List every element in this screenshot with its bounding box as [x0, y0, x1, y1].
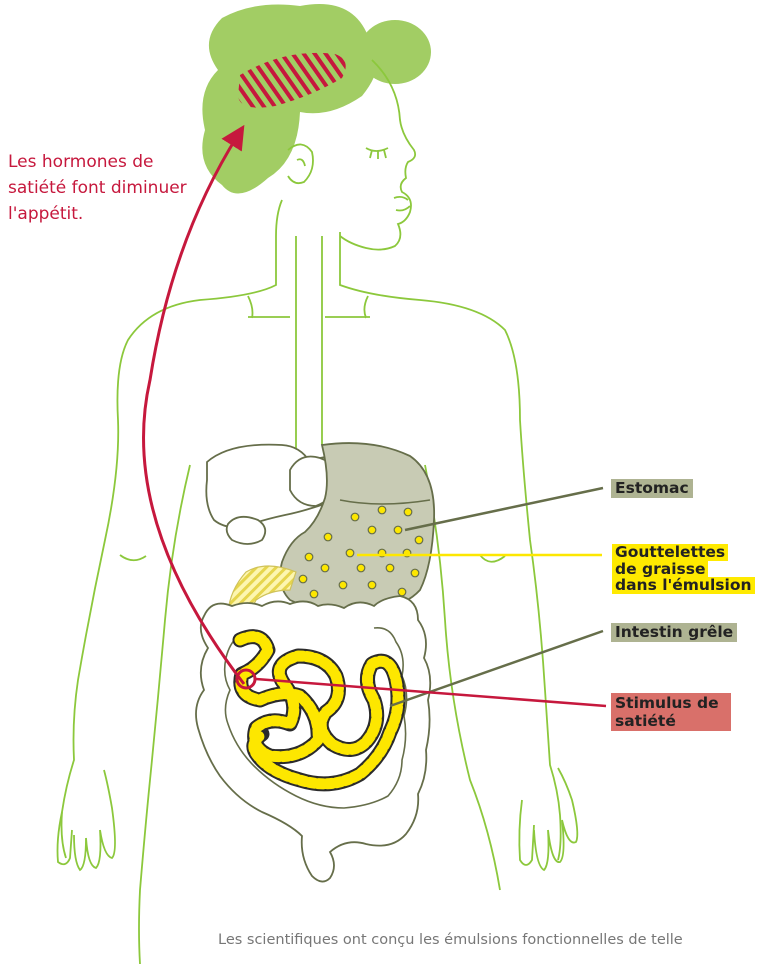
hormone-annotation: Les hormones de satiété font diminuer l'…	[8, 149, 203, 227]
label-gouttelettes: Gouttelettes de graisse dans l'émulsion	[608, 543, 759, 595]
caption: Les scientifiques ont conçu les émulsion…	[218, 932, 738, 948]
label-gouttelettes-line2: de graisse	[612, 561, 708, 578]
label-intestin: Intestin grêle	[611, 623, 737, 642]
label-gouttelettes-line1: Gouttelettes	[612, 544, 728, 561]
label-gouttelettes-line3: dans l'émulsion	[612, 577, 755, 594]
gallbladder	[227, 517, 266, 544]
label-stimulus: Stimulus de satiété	[611, 693, 731, 731]
label-estomac: Estomac	[611, 479, 693, 498]
